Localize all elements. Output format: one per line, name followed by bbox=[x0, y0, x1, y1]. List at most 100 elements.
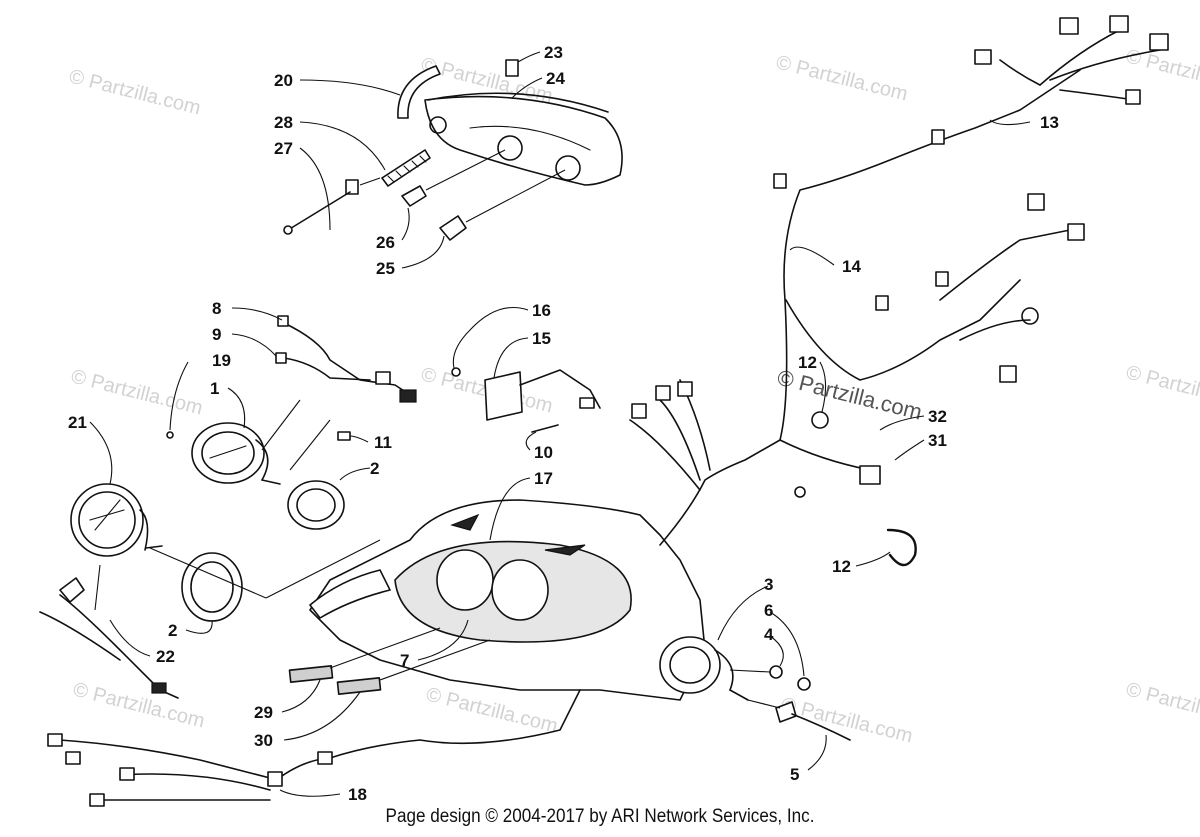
watermark: © Partzilla.com bbox=[1124, 362, 1200, 416]
callout-19: 19 bbox=[212, 351, 231, 370]
decal-29 bbox=[288, 665, 334, 683]
bulb-26 bbox=[401, 185, 427, 207]
callout-15: 15 bbox=[532, 329, 551, 348]
callout-3: 3 bbox=[764, 575, 773, 594]
callout-4: 4 bbox=[764, 625, 774, 644]
leader-32 bbox=[879, 415, 925, 431]
leader-26 bbox=[401, 207, 410, 241]
connector bbox=[999, 365, 1017, 383]
bezel-ring-2 bbox=[287, 480, 345, 530]
leader-11 bbox=[349, 435, 369, 443]
cable-5 bbox=[791, 713, 851, 741]
callout-leaders bbox=[89, 51, 1031, 797]
leader-19 bbox=[169, 361, 189, 431]
harness-18 bbox=[59, 739, 271, 779]
leader-22 bbox=[109, 619, 151, 657]
leader-24 bbox=[511, 77, 543, 99]
leader bbox=[149, 547, 267, 599]
connector bbox=[773, 173, 787, 189]
callout-10: 10 bbox=[534, 443, 553, 462]
connector bbox=[1067, 223, 1085, 241]
leader-15 bbox=[493, 337, 529, 379]
bolt-27 bbox=[287, 191, 351, 231]
leader bbox=[289, 419, 331, 471]
gauge-opening-right bbox=[491, 559, 549, 621]
callout-8: 8 bbox=[212, 299, 221, 318]
connector bbox=[399, 389, 417, 403]
callout-32: 32 bbox=[928, 407, 947, 426]
gauge-21-face bbox=[78, 491, 136, 549]
connector bbox=[631, 403, 647, 419]
ring-terminal bbox=[1021, 307, 1039, 325]
connector bbox=[655, 385, 671, 401]
callout-13: 13 bbox=[1040, 113, 1059, 132]
gauge-3-body bbox=[714, 649, 734, 691]
vent bbox=[544, 544, 586, 556]
gauge-1-body bbox=[255, 439, 269, 481]
leader-12 bbox=[819, 361, 827, 413]
leader bbox=[94, 564, 101, 611]
callout-25: 25 bbox=[376, 259, 395, 278]
taillight-housing bbox=[424, 95, 623, 186]
wire-grommet-20 bbox=[397, 65, 441, 119]
gauge-opening-left bbox=[436, 549, 494, 611]
callout-2: 2 bbox=[370, 459, 379, 478]
callout-11: 11 bbox=[374, 433, 392, 452]
leader-30 bbox=[283, 691, 361, 741]
watermark: © Partzilla.com bbox=[67, 66, 203, 120]
connector bbox=[317, 751, 333, 765]
fitting-5 bbox=[775, 701, 797, 723]
connector bbox=[1149, 33, 1169, 51]
main-harness bbox=[629, 15, 1169, 567]
callout-labels: 1 2 2 3 4 5 6 7 8 9 10 11 12 12 13 14 15… bbox=[68, 43, 1059, 804]
page-footer: Page design © 2004-2017 by ARI Network S… bbox=[385, 806, 815, 827]
connector bbox=[375, 371, 391, 385]
clamp-12 bbox=[811, 411, 829, 429]
screw-10 bbox=[531, 424, 559, 433]
gauge-21 bbox=[70, 483, 144, 557]
connector bbox=[931, 129, 945, 145]
left-gauges bbox=[39, 315, 417, 699]
nut-19 bbox=[166, 431, 174, 439]
leader-9 bbox=[231, 333, 277, 357]
connector bbox=[267, 771, 283, 787]
gauge-1-face bbox=[201, 431, 255, 475]
gauge-1-needle bbox=[209, 445, 247, 459]
leader-16 bbox=[452, 306, 529, 369]
connector-22-end bbox=[151, 682, 167, 694]
console-panel bbox=[288, 499, 706, 701]
gauge-3 bbox=[659, 636, 721, 694]
leader-6 bbox=[769, 611, 805, 677]
harness-14 bbox=[659, 69, 1081, 546]
callout-17: 17 bbox=[534, 469, 553, 488]
connector bbox=[859, 465, 881, 485]
terminal bbox=[277, 315, 289, 327]
leader bbox=[379, 639, 491, 681]
callout-30: 30 bbox=[254, 731, 273, 750]
leader-31 bbox=[894, 439, 925, 461]
bulb-11 bbox=[337, 431, 351, 441]
leader-20 bbox=[299, 79, 401, 96]
connector-22 bbox=[59, 577, 85, 603]
callout-7: 7 bbox=[400, 651, 409, 670]
callout-22: 22 bbox=[156, 647, 175, 666]
watermark: © Partzilla.com bbox=[424, 684, 560, 738]
harness-22-wire bbox=[39, 611, 121, 661]
callout-31: 31 bbox=[928, 431, 947, 450]
callout-21: 21 bbox=[68, 413, 87, 432]
clip-23 bbox=[505, 59, 519, 77]
leader bbox=[329, 627, 441, 669]
bezel-ring-2b-inner bbox=[190, 561, 234, 613]
leader-27 bbox=[299, 147, 331, 231]
callout-9: 9 bbox=[212, 325, 221, 344]
callout-1: 1 bbox=[210, 379, 219, 398]
harness-22 bbox=[59, 594, 179, 699]
taillight-assembly bbox=[283, 59, 623, 241]
leader-29 bbox=[281, 679, 321, 713]
leader-12b bbox=[855, 551, 891, 567]
leader-2b bbox=[185, 619, 213, 634]
connector bbox=[65, 751, 81, 765]
leader bbox=[359, 177, 381, 186]
bracket-assembly bbox=[451, 367, 601, 433]
connector bbox=[119, 767, 135, 781]
